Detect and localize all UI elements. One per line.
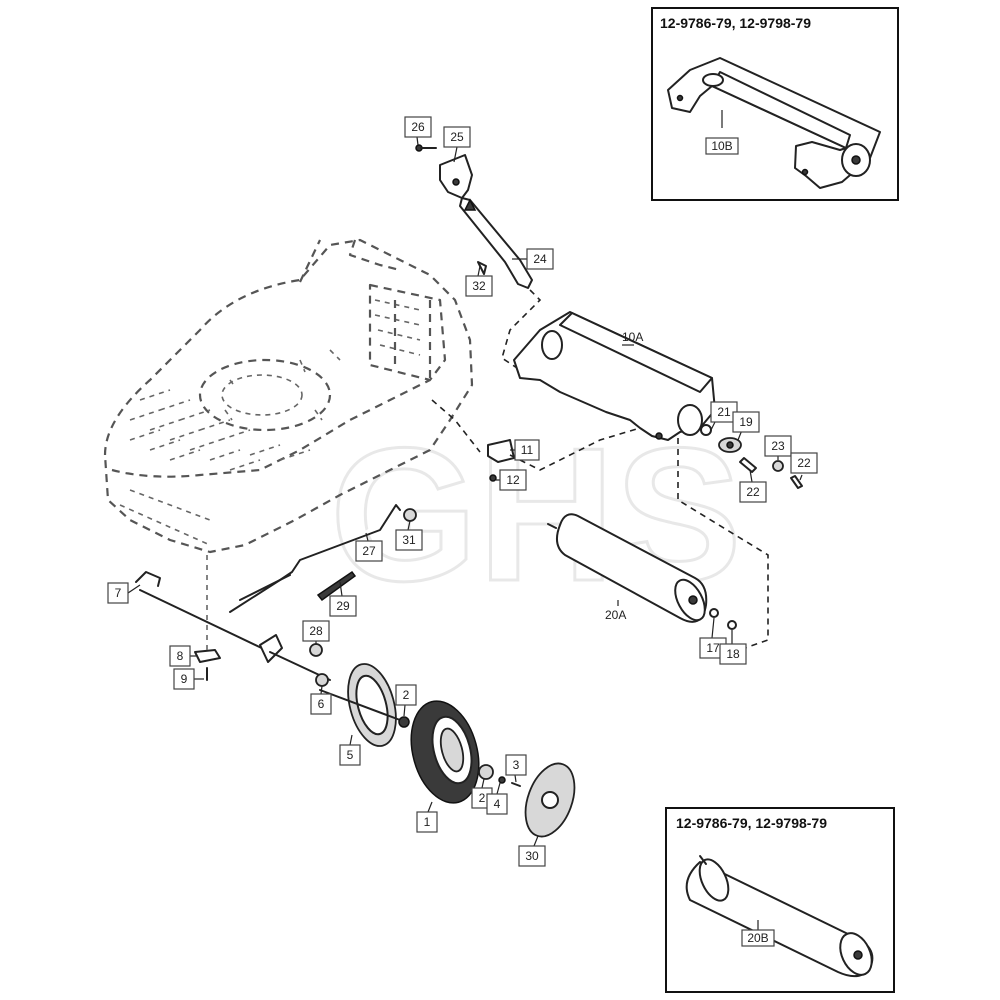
callout-box <box>339 744 361 766</box>
callout-box <box>499 469 527 491</box>
part-label-20b: 20B <box>747 931 768 945</box>
height-bracket <box>487 439 515 482</box>
mower-deck-outline <box>103 238 474 554</box>
callout-29: 29 <box>336 599 350 613</box>
callout-12: 12 <box>506 473 520 487</box>
callout-box <box>395 529 423 551</box>
callout-5: 5 <box>347 748 354 762</box>
callout-11: 11 <box>521 443 534 457</box>
roller-bracket-10a <box>513 311 716 441</box>
callout-8: 8 <box>177 649 184 663</box>
callout-27: 27 <box>362 544 376 558</box>
label-20a: 20A <box>605 608 626 622</box>
inset-title-1: 12-9786-79, 12-9798-79 <box>660 15 811 31</box>
wheel-assembly <box>319 663 576 838</box>
roller-fasteners <box>700 424 803 489</box>
callout-box <box>302 620 330 642</box>
height-adjust-lever <box>415 144 533 289</box>
callout-7: 7 <box>115 586 122 600</box>
callout-26: 26 <box>411 120 425 134</box>
callout-box <box>404 116 432 138</box>
callout-6: 6 <box>318 697 325 711</box>
washer-31 <box>403 508 417 522</box>
callout-box <box>395 684 417 706</box>
bolt-28 <box>309 643 323 657</box>
callout-box <box>486 793 508 815</box>
callout-box <box>416 811 438 833</box>
callout-18: 18 <box>726 647 740 661</box>
roller-bracket-10b-drawing <box>667 57 881 189</box>
callout-2-lower: 2 <box>479 791 486 805</box>
callout-30: 30 <box>525 849 539 863</box>
callout-box <box>732 411 760 433</box>
callout-25: 25 <box>450 130 464 144</box>
callout-box <box>169 645 191 667</box>
inset-title-2: 12-9786-79, 12-9798-79 <box>676 815 827 831</box>
callout-24: 24 <box>533 252 547 266</box>
callout-box <box>514 439 540 461</box>
bracket-8-9 <box>194 555 221 681</box>
callout-box <box>173 668 195 690</box>
callout-box <box>465 275 493 297</box>
callout-19: 19 <box>739 415 753 429</box>
callout-9: 9 <box>181 672 188 686</box>
callout-box <box>526 248 554 270</box>
label-10a: 10A <box>622 330 643 344</box>
callout-box <box>310 693 332 715</box>
callout-box <box>790 452 818 474</box>
callout-box <box>107 582 129 604</box>
callout-box <box>705 137 739 155</box>
roller-tube-20b-drawing <box>685 855 874 978</box>
callout-box <box>518 845 546 867</box>
callout-23: 23 <box>771 439 785 453</box>
spring-6 <box>315 673 329 687</box>
callout-box <box>741 929 775 947</box>
callout-box <box>764 435 792 457</box>
callout-box <box>355 540 383 562</box>
callout-box <box>719 643 747 665</box>
callout-32: 32 <box>472 279 486 293</box>
callout-box <box>329 595 357 617</box>
inset-roller-bracket: 12-9786-79, 12-9798-79 10B <box>651 7 899 201</box>
callout-box <box>739 481 767 503</box>
callout-28: 28 <box>309 624 323 638</box>
callouts: 26 25 24 32 10A 21 19 11 12 23 <box>107 116 818 867</box>
roller-tube-20a <box>547 513 737 630</box>
callout-17: 17 <box>706 641 720 655</box>
callout-1: 1 <box>424 815 431 829</box>
callout-31: 31 <box>402 533 416 547</box>
callout-21: 21 <box>717 405 731 419</box>
callout-22-lower: 22 <box>746 485 760 499</box>
inset-roller-tube: 12-9786-79, 12-9798-79 20B <box>665 807 895 993</box>
callout-4: 4 <box>494 797 501 811</box>
part-label-10b: 10B <box>711 139 732 153</box>
callout-box <box>505 754 527 776</box>
callout-3: 3 <box>513 758 520 772</box>
callout-box <box>443 126 471 148</box>
callout-22-right: 22 <box>797 456 811 470</box>
callout-2-upper: 2 <box>403 688 410 702</box>
